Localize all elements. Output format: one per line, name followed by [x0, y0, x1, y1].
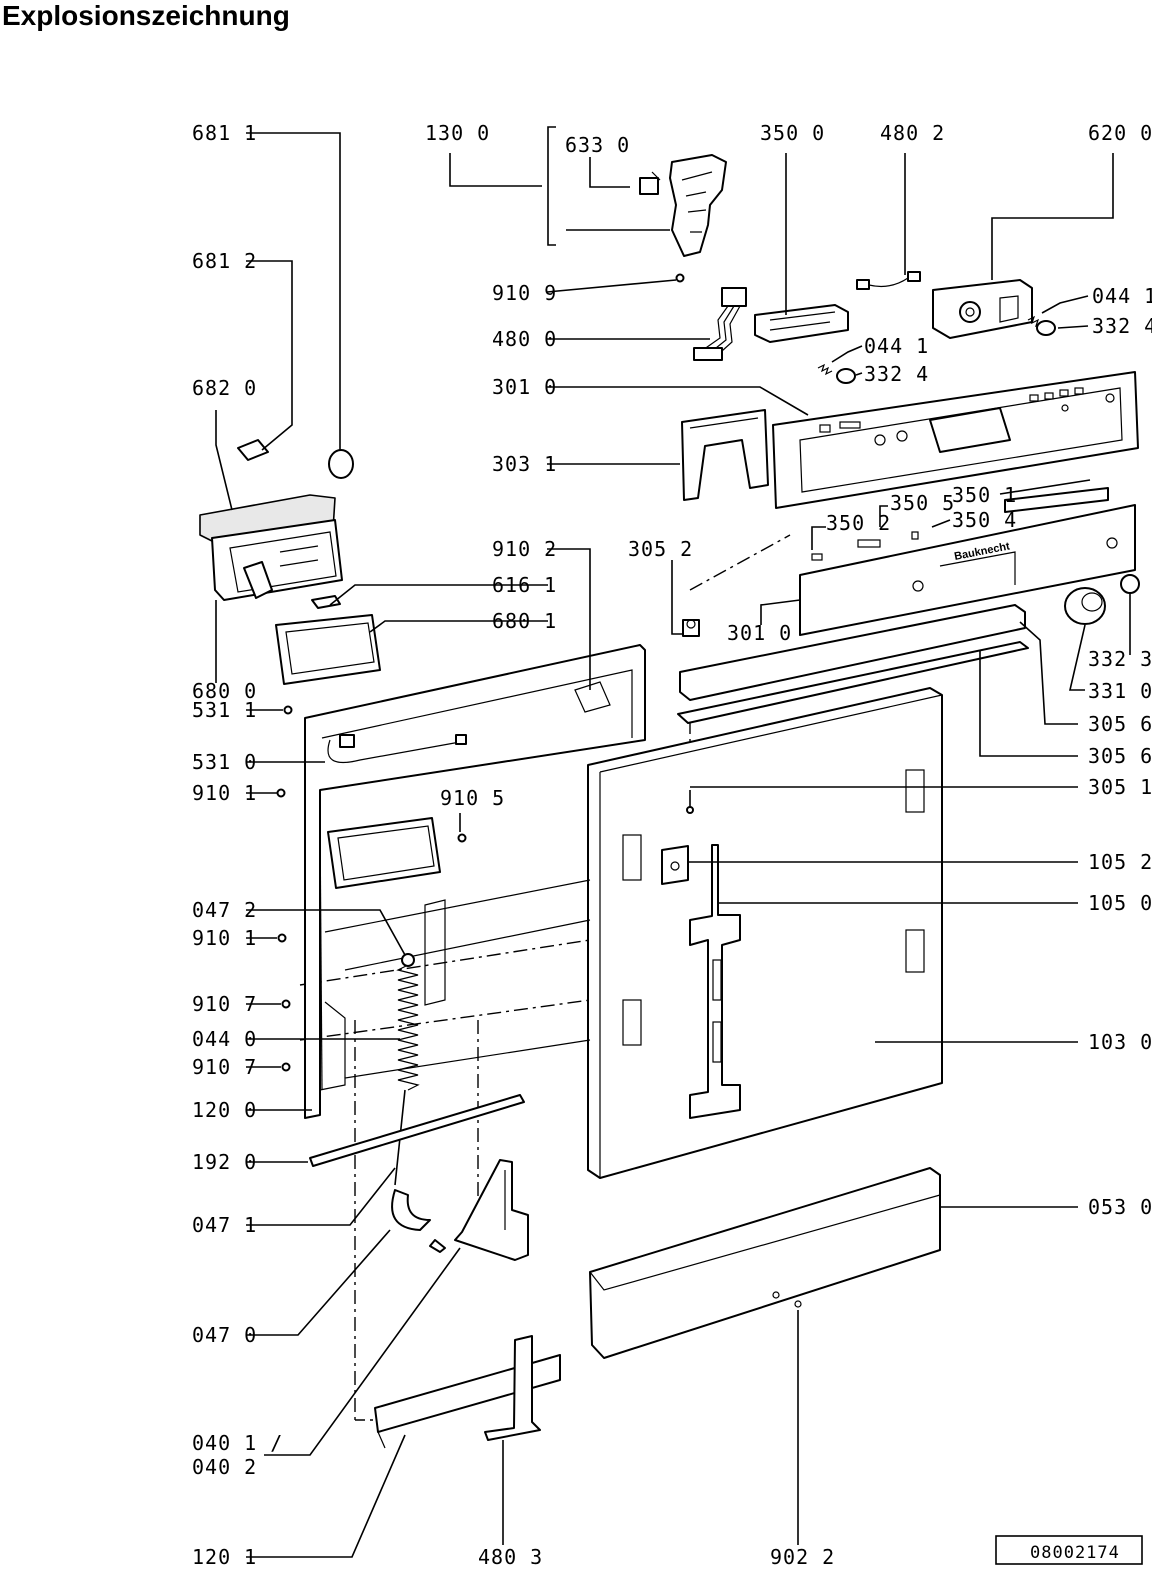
label-305-6-lower: 305 6: [1088, 744, 1152, 768]
label-620-0: 620 0: [1088, 121, 1152, 145]
label-681-2: 681 2: [192, 249, 257, 273]
part-labels: 681 1 681 2 682 0 680 0 616 1 680 1 130 …: [192, 121, 1152, 1569]
label-332-4-lower: 332 4: [864, 362, 929, 386]
label-105-0: 105 0: [1088, 891, 1152, 915]
part-mounting-rails: [677, 604, 1029, 724]
label-047-0: 047 0: [192, 1323, 257, 1347]
part-small-screws: [276, 705, 467, 1072]
label-040-1: 040 1 /: [192, 1431, 283, 1455]
label-910-5: 910 5: [440, 786, 505, 810]
leader-lines: [215, 126, 1131, 1558]
part-plinth-panel: [589, 1167, 941, 1359]
label-120-1: 120 1: [192, 1545, 257, 1569]
label-040-2: 040 2: [192, 1455, 257, 1479]
label-044-1-lower: 044 1: [864, 334, 929, 358]
label-480-3: 480 3: [478, 1545, 543, 1569]
part-door-lock-assembly: [639, 154, 727, 257]
part-detergent-dispenser: [199, 439, 354, 601]
label-350-5: 350 5: [890, 491, 955, 515]
part-dispenser-seal: [275, 614, 381, 685]
part-seal-strip: [309, 1094, 525, 1167]
label-305-6-upper: 305 6: [1088, 712, 1152, 736]
label-103-0: 103 0: [1088, 1030, 1152, 1054]
part-small-harness: [856, 271, 921, 290]
label-910-1-upper: 910 1: [192, 781, 257, 805]
part-rotary-knob: [1064, 574, 1140, 625]
part-outer-door-panel: [587, 687, 943, 1179]
label-047-1: 047 1: [192, 1213, 257, 1237]
part-door-handle: [681, 409, 769, 501]
part-knob-spring-lower: [817, 363, 856, 384]
label-053-0: 053 0: [1088, 1195, 1152, 1219]
part-knob-spring-upper: [1027, 315, 1056, 336]
part-bottom-trim: [374, 1335, 561, 1449]
label-531-1: 531 1: [192, 698, 257, 722]
label-301-0-lower: 301 0: [727, 621, 792, 645]
label-910-7-lower: 910 7: [192, 1055, 257, 1079]
label-305-2: 305 2: [628, 537, 693, 561]
part-dispenser-lid-small: [311, 595, 341, 609]
part-front-fascia: Bauknecht: [799, 487, 1136, 636]
part-hinge-link: [391, 1189, 446, 1253]
label-902-2: 902 2: [770, 1545, 835, 1569]
part-control-module: [754, 304, 849, 343]
part-screw: [675, 273, 685, 283]
label-044-1-upper: 044 1: [1092, 284, 1152, 308]
part-programme-selector: [932, 279, 1033, 339]
label-120-0: 120 0: [192, 1098, 257, 1122]
label-681-1: 681 1: [192, 121, 257, 145]
part-hinge-bracket: [454, 1159, 529, 1261]
label-350-1: 350 1: [952, 483, 1017, 507]
label-910-9: 910 9: [492, 281, 557, 305]
label-192-0: 192 0: [192, 1150, 257, 1174]
label-680-1: 680 1: [492, 609, 557, 633]
label-531-0: 531 0: [192, 750, 257, 774]
label-680-0: 680 0: [192, 679, 257, 703]
label-350-4: 350 4: [952, 508, 1017, 532]
label-682-0: 682 0: [192, 376, 257, 400]
label-350-0: 350 0: [760, 121, 825, 145]
label-910-1-lower: 910 1: [192, 926, 257, 950]
part-door-spring: [394, 953, 420, 1186]
drawing-number-box: 08002174: [995, 1535, 1143, 1565]
part-wire-harness: [693, 287, 747, 361]
label-130-0: 130 0: [425, 121, 490, 145]
label-480-0: 480 0: [492, 327, 557, 351]
label-332-4-upper: 332 4: [1092, 314, 1152, 338]
label-303-1: 303 1: [492, 452, 557, 476]
label-332-3: 332 3: [1088, 647, 1152, 671]
label-616-1: 616 1: [492, 573, 557, 597]
page-title: Explosionszeichnung: [2, 0, 290, 31]
label-105-2: 105 2: [1088, 850, 1152, 874]
part-inner-door: [304, 644, 646, 1119]
drawing-number: 08002174: [1030, 1543, 1120, 1563]
label-633-0: 633 0: [565, 133, 630, 157]
part-control-panel-housing: [772, 371, 1139, 509]
label-301-0-upper: 301 0: [492, 375, 557, 399]
label-910-2: 910 2: [492, 537, 557, 561]
label-044-0: 044 0: [192, 1027, 257, 1051]
label-480-2: 480 2: [880, 121, 945, 145]
label-350-2: 350 2: [826, 511, 891, 535]
label-910-7-upper: 910 7: [192, 992, 257, 1016]
part-fixing-screw: [686, 790, 694, 814]
label-331-0: 331 0: [1088, 679, 1152, 703]
label-305-1: 305 1: [1088, 775, 1152, 799]
part-panel-clip: [682, 619, 700, 637]
label-047-2: 047 2: [192, 898, 257, 922]
